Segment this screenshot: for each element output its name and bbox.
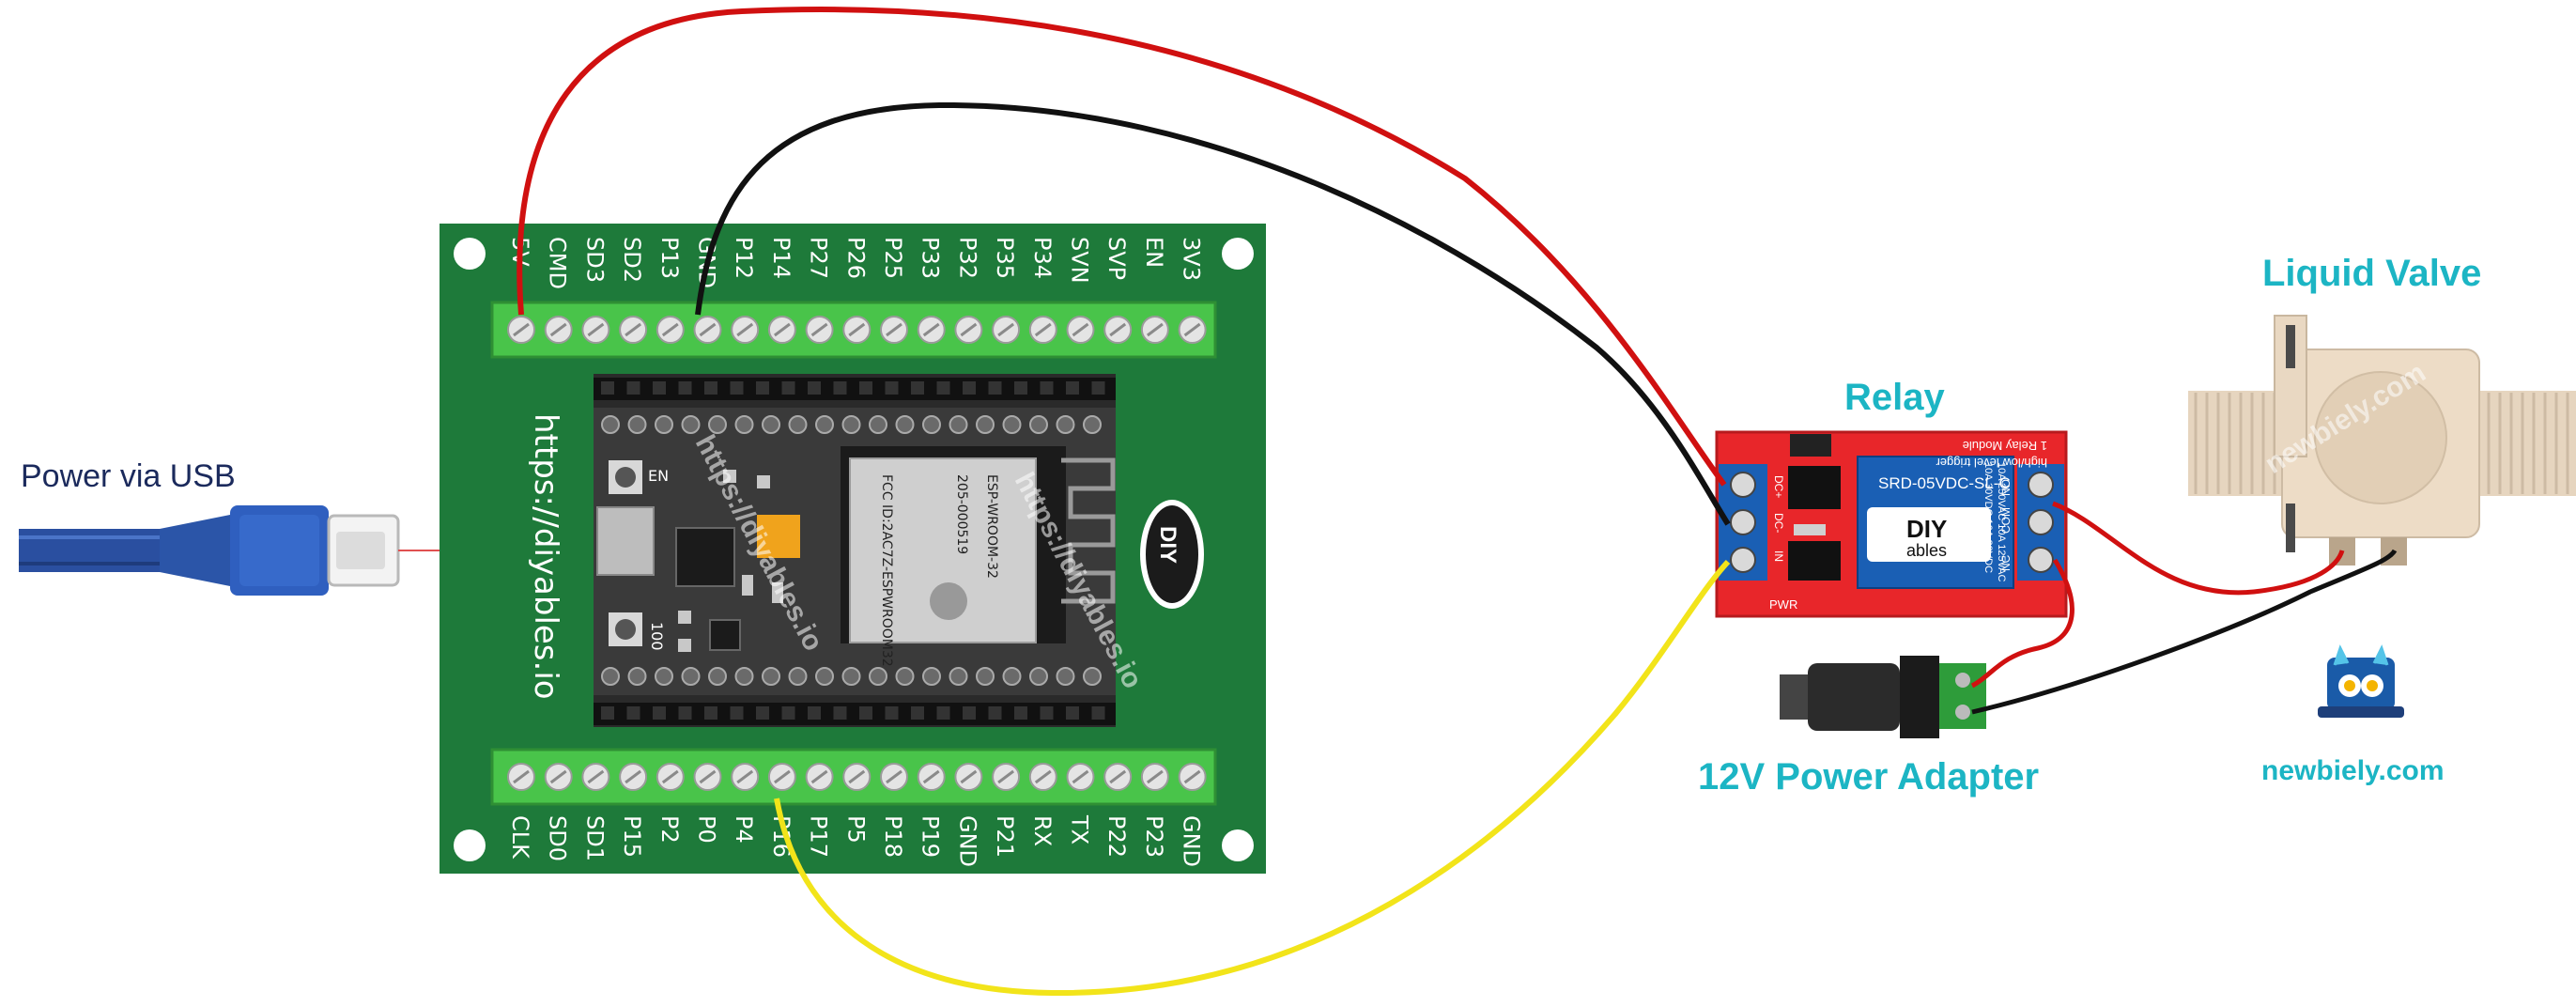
io-label: 100: [648, 622, 666, 651]
bottom-pin-label: GND: [1179, 815, 1205, 867]
usb-power-label: Power via USB: [21, 458, 236, 494]
top-pin-label: P26: [842, 237, 869, 279]
bottom-pin-label: GND: [954, 815, 980, 867]
relay-output-pin-label: COM: [1999, 507, 2013, 534]
relay-brand-top: DIY: [1906, 515, 1947, 543]
micro-usb-port: [596, 506, 655, 576]
relay-module: DIY ables SRD-05VDC-SL-C 10A 250VAC 10A …: [1715, 430, 2068, 618]
relay-rating-2: 10A 30VDC 10A 28VDC: [1982, 462, 1994, 573]
relay-part-label: SRD-05VDC-SL-C: [1878, 474, 2011, 492]
top-pin-label: SD3: [581, 237, 608, 283]
diy-logo-text: DIY: [1155, 526, 1180, 564]
usb-cable: Power via USB: [19, 458, 446, 596]
mounting-hole: [454, 829, 486, 861]
wire-jack-to-valve-black: [1971, 549, 2398, 715]
bottom-pin-label: SD0: [545, 815, 571, 861]
relay-rating-1: 10A 250VAC 10A 125VAC: [1996, 462, 2007, 581]
bottom-pin-label: P0: [694, 815, 720, 844]
wire-valve-red: [2052, 501, 2345, 596]
relay-title: Relay: [1844, 377, 1945, 418]
bottom-pin-label: P23: [1141, 815, 1167, 858]
bottom-pin-label: P2: [656, 815, 683, 844]
top-pin-label: P14: [768, 237, 794, 279]
bottom-pin-label: P22: [1103, 815, 1130, 858]
top-pin-label: P32: [954, 237, 980, 279]
wire-signal-yellow: [774, 559, 1731, 997]
relay-led-label: PWR: [1769, 597, 1797, 612]
bottom-pin-label: RX: [1029, 815, 1056, 846]
relay-output-pin-label: NO: [1999, 479, 2013, 496]
bottom-pin-label: P4: [731, 815, 757, 844]
trigger-jumper: [1790, 434, 1831, 457]
wires: [517, 7, 2398, 997]
top-pin-label: SVN: [1067, 237, 1093, 284]
cert-label: 205-000519: [954, 474, 969, 554]
esp32-devkit: EN 100 FCC ID:2AC7Z-ESPWROOM32 205-00051…: [594, 374, 1204, 727]
top-pin-label: SD2: [619, 237, 645, 283]
bottom-pin-label: P5: [842, 815, 869, 844]
top-pin-label: P27: [806, 237, 832, 279]
bottom-pin-label: P21: [992, 815, 1018, 858]
board-url-label: https://diyables.io: [527, 413, 564, 700]
bottom-pin-label: P17: [806, 815, 832, 858]
relay-input-pin-label: DC+: [1772, 475, 1785, 498]
top-pin-label: P35: [992, 237, 1018, 279]
newbiely-logo: newbiely.com: [2261, 644, 2445, 786]
bottom-pin-label: TX: [1067, 814, 1093, 844]
liquid-valve-title: Liquid Valve: [2262, 253, 2481, 294]
mounting-hole: [1222, 238, 1254, 270]
mounting-hole: [454, 238, 486, 270]
relay-output-pin-label: NC: [1999, 554, 2013, 571]
mounting-hole: [1222, 829, 1254, 861]
power-adapter-title: 12V Power Adapter: [1698, 756, 2039, 798]
bottom-pin-label: P19: [918, 815, 944, 858]
top-pin-label: P25: [880, 237, 906, 279]
relay-input-pin-label: IN: [1772, 550, 1785, 562]
bottom-pin-label: P18: [880, 815, 906, 858]
top-pin-label: P13: [656, 237, 683, 279]
wire-5v-red: [517, 7, 1727, 487]
top-pin-label: 3V3: [1179, 237, 1205, 281]
bottom-pin-label: CLK: [507, 815, 533, 860]
bottom-pin-label: SD1: [581, 815, 608, 861]
top-pin-label: P34: [1029, 237, 1056, 279]
top-pin-label: CMD: [545, 237, 571, 289]
relay-input-pin-label: DC-: [1772, 513, 1785, 533]
en-label: EN: [648, 467, 669, 485]
liquid-valve: newbiely.com: [2188, 315, 2576, 565]
top-pin-label: SVP: [1103, 237, 1130, 280]
top-pin-label: P33: [918, 237, 944, 279]
relay-module-subtitle: high/low level trigger: [1936, 456, 2047, 470]
relay-module-title: 1 Relay Module: [1963, 439, 2047, 453]
wire-relay-to-jack-red: [1970, 558, 2075, 689]
bottom-pin-label: P15: [619, 815, 645, 858]
top-pin-label: EN: [1141, 237, 1167, 268]
fcc-label: FCC ID:2AC7Z-ESPWROOM32: [879, 474, 894, 667]
dc-power-jack: [1780, 656, 1986, 738]
model-label: ESP-WROOM-32: [984, 474, 999, 579]
newbiely-text: newbiely.com: [2261, 755, 2445, 786]
top-pin-label: P12: [731, 237, 757, 279]
wire-gnd-black: [695, 101, 1731, 526]
relay-brand-bottom: ables: [1906, 541, 1947, 560]
